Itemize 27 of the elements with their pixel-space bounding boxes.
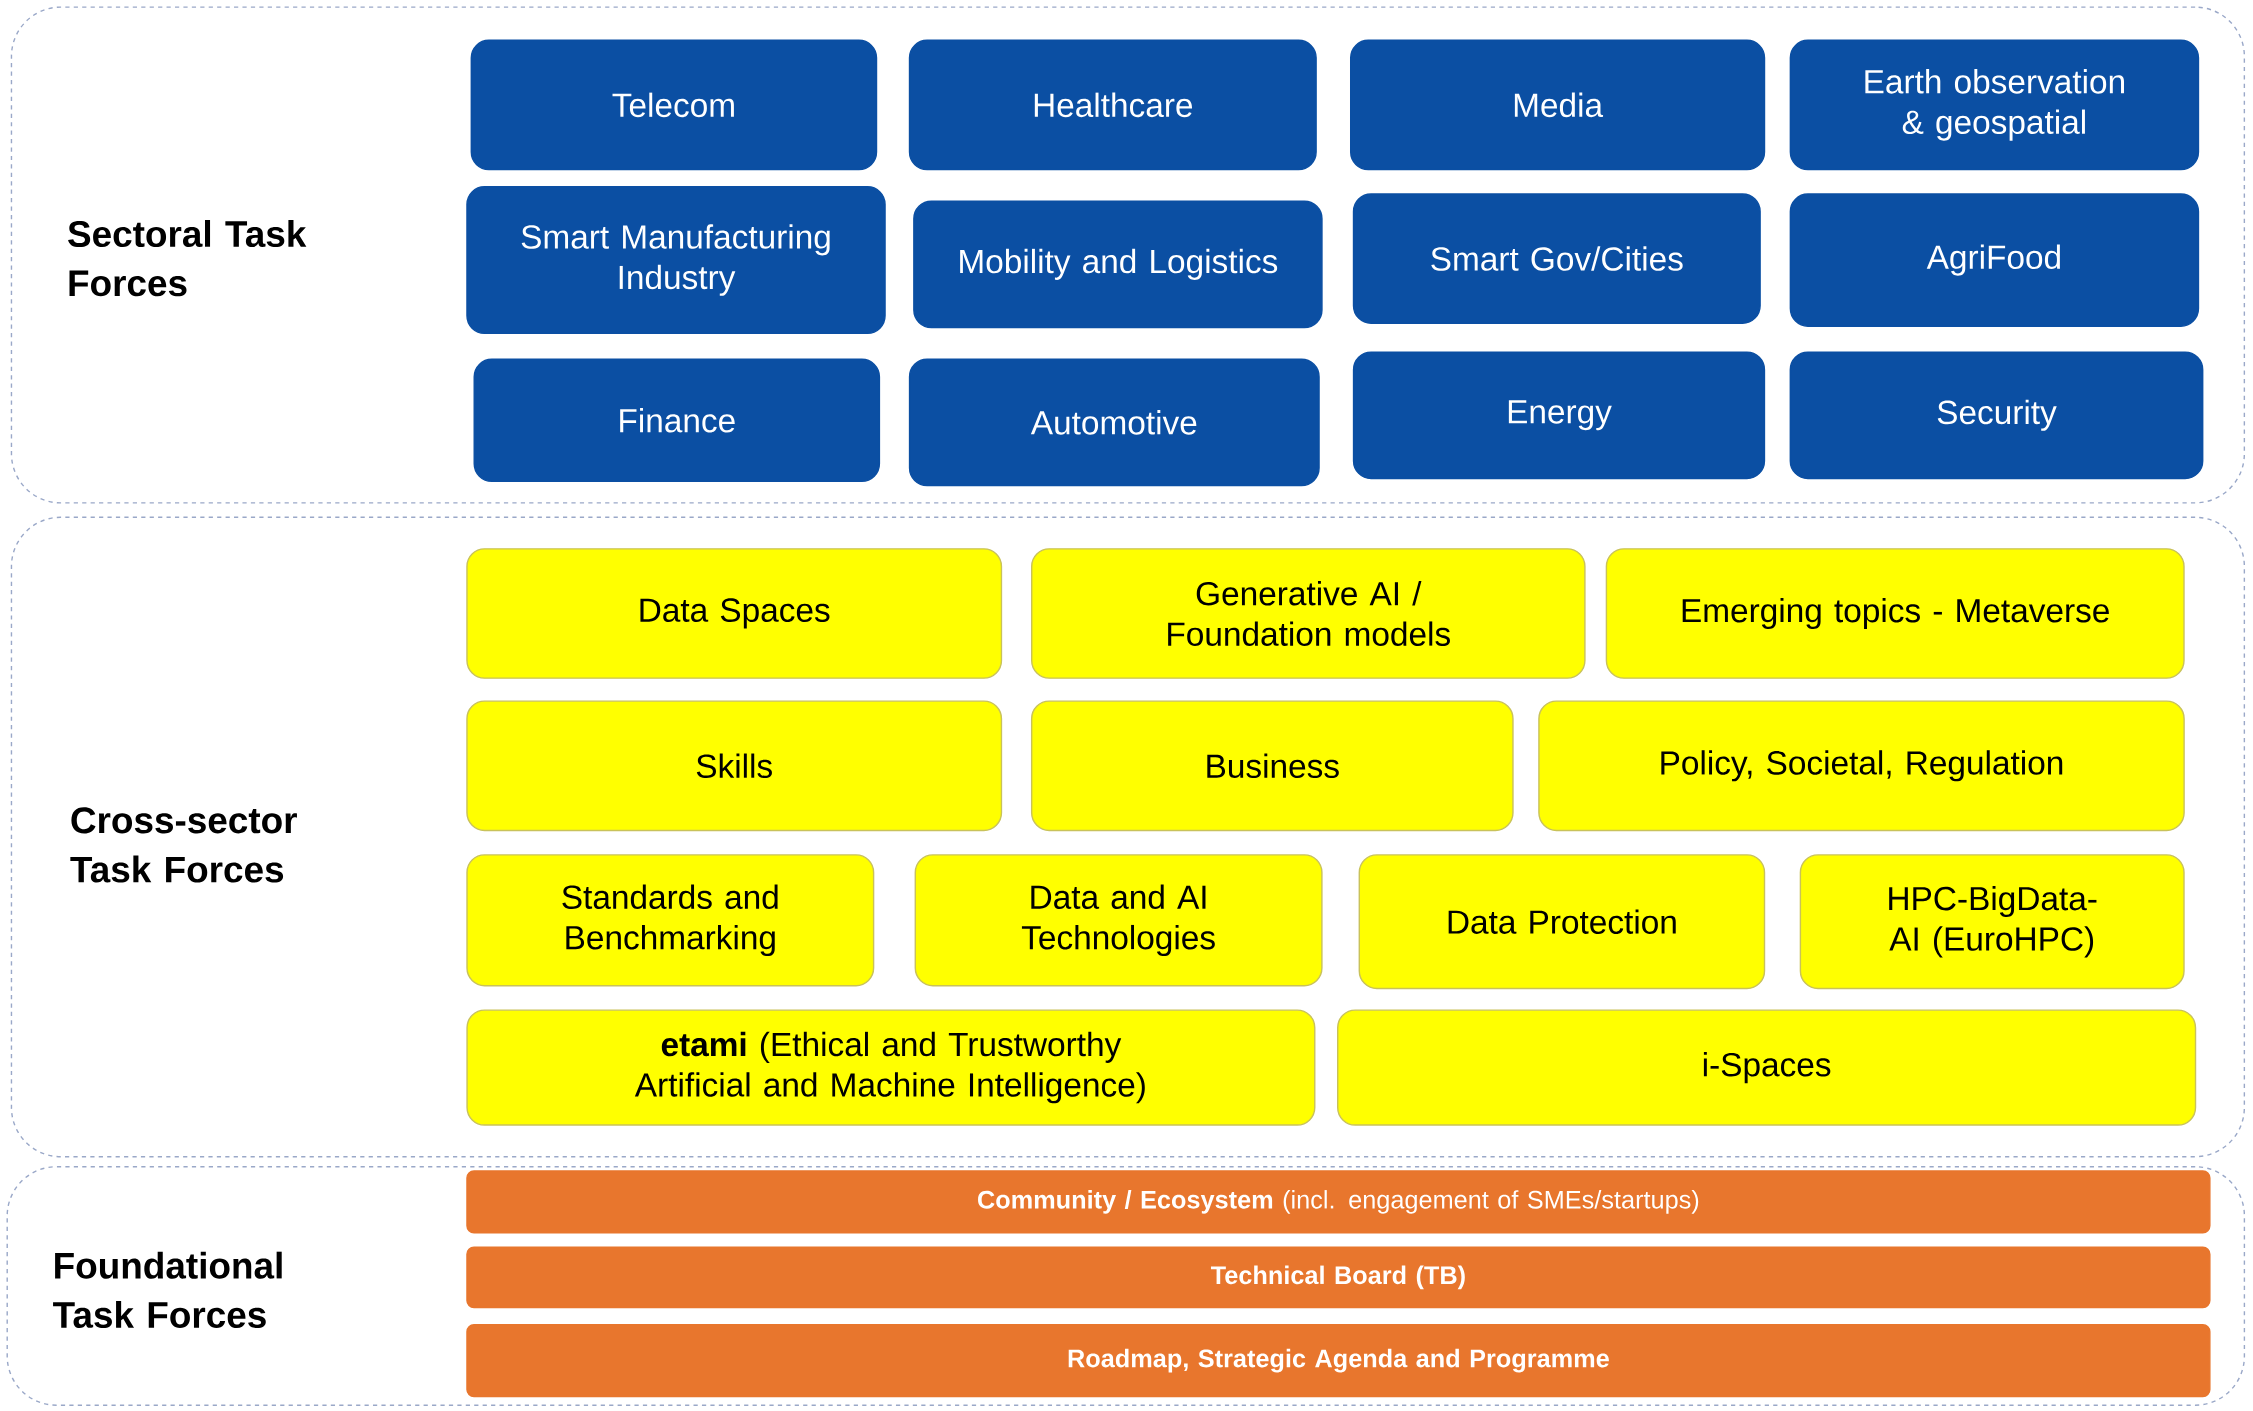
cross-sector-box: Emerging topics - Metaverse [1605,548,2185,679]
sector-box: Telecom [470,39,878,171]
cross-sector-box: Policy, Societal, Regulation [1538,700,2185,832]
sector-box: Healthcare [908,39,1317,171]
sector-box: Earth observation & geospatial [1789,39,2200,171]
sector-box: Automotive [908,358,1320,487]
sector-box: Security [1789,351,2204,480]
cross-sector-box: Skills [466,700,1003,832]
cross-sector-box: Data and AI Technologies [914,854,1323,987]
sector-box: Media [1350,39,1766,171]
foundational-bar: Technical Board (TB) [466,1246,2211,1309]
sector-box: Finance [473,358,881,483]
cross-sector-box: HPC-BigData-AI (EuroHPC) [1799,854,2185,990]
cross-sector-box: Standards and Benchmarking [466,854,875,987]
cross-sector-box: etami (Ethical and Trustworthy Artificial and Machine Intelligence) [466,1009,1316,1126]
cross-sector-box: i-Spaces [1337,1009,2197,1126]
cross-sector-box: Business [1030,700,1514,832]
sector-box: AgriFood [1789,193,2200,327]
cross-sector-box: Generative AI / Foundation models [1031,548,1586,679]
foundational-bar: Community / Ecosystem (incl. engagement of SMEs/startups) [466,1170,2211,1234]
cross-sector-box: Data Spaces [466,548,1003,679]
foundational-bar: Roadmap, Strategic Agenda and Programme [466,1324,2211,1398]
sector-box: Smart Manufacturing Industry [466,186,886,335]
cross-sector-box: Data Protection [1358,854,1766,990]
sector-box: Smart Gov/Cities [1352,193,1761,324]
sector-box: Energy [1352,351,1766,480]
sector-box: Mobility and Logistics [913,200,1323,329]
